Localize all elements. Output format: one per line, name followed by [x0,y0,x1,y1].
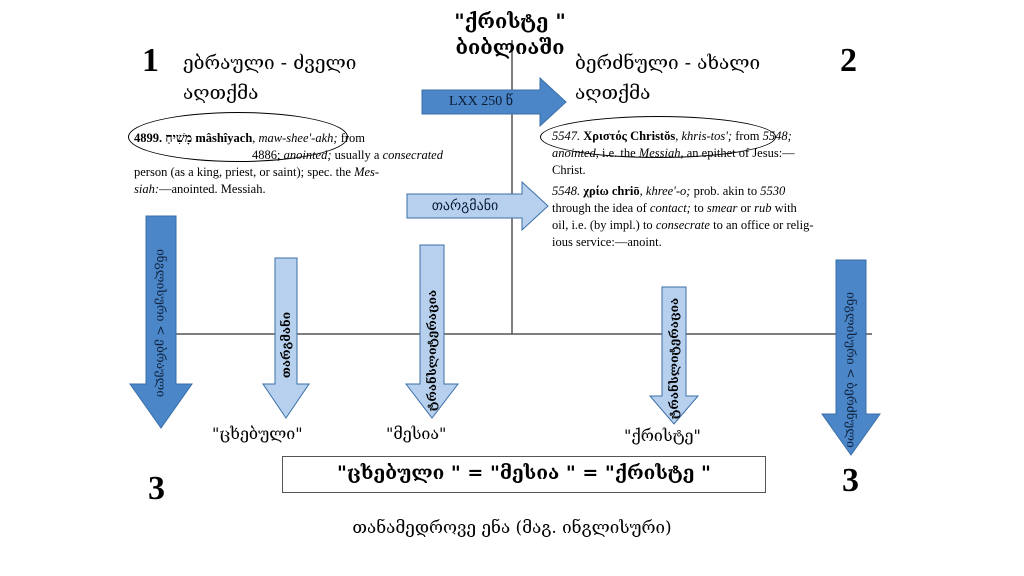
english-from-hebrew-arrow [129,215,193,429]
translation-down-arrow [262,257,310,419]
greek-word: Χριστός [583,129,627,143]
english-from-hebrew-label: ინგლისური < ებრაული [154,248,168,398]
greek-entry: 5547. Χριστός Christŏs, khris-tos'; from… [552,129,814,249]
right-heading-line1: ბერძნული - ახალი [575,52,761,74]
transliteration-down-arrow-2 [648,286,700,425]
hebrew-pronunciation: maw-shee'-akh; [258,131,338,145]
greek-headword-2: chriō [611,184,640,198]
result-messiah: "მესია" [386,424,447,443]
right-heading-line2: აღთქმა [575,82,651,104]
title-line2: ბიბლიაში [455,35,565,59]
greek-headword-oval [540,116,776,158]
right-heading: ბერძნული - ახალი აღთქმა [575,48,760,108]
number-2: 2 [840,42,857,79]
result-christ: "ქრისტე" [624,426,701,445]
left-heading-line1: ებრაული - ძველი [183,52,357,74]
left-heading-line2: აღთქმა [183,82,259,104]
hebrew-headword-oval [128,112,348,162]
equation-text: "ცხებული " = "მესია " = "ქრისტე " [337,462,711,484]
translation-vertical-label: თარგმანი [279,311,293,379]
hebrew-headword: mâshîyach [195,131,253,145]
title-line1: "ქრისტე " [454,9,566,33]
equation-box [282,456,766,493]
transliteration-down-arrow-1 [404,244,460,419]
greek-word-2: χρίω [583,184,609,198]
hebrew-entry: 4899. מָשִׁיחַ mâshîyach, maw-shee'-akh;… [134,131,443,196]
transliteration-vertical-label-2: ტრანსლიტერაცია [667,297,681,419]
greek-entry-number: 5547. [552,129,581,143]
translation-arrow [406,180,549,232]
greek-headword: Christŏs [630,129,676,143]
number-1: 1 [142,42,159,79]
english-from-greek-label: ინგლისური < ბერძნული [844,292,858,448]
lxx-arrow [421,76,567,128]
english-from-greek-arrow [821,259,881,456]
number-3-right: 3 [842,462,859,499]
page-title: "ქრისტე " ბიბლიაში [330,8,690,60]
hebrew-entry-number: 4899. [134,131,163,145]
result-anointed: "ცხებული" [212,424,303,443]
left-heading: ებრაული - ძველი აღთქმა [183,48,356,108]
transliteration-vertical-label-1: ტრანსლიტერაცია [425,289,439,411]
hebrew-word: מָשִׁיחַ [165,131,193,145]
greek-entry2-number: 5548. [552,184,581,198]
number-3-left: 3 [148,470,165,507]
translation-arrow-label: თარგმანი [431,199,499,214]
lxx-arrow-label: LXX 250 წ [448,94,514,109]
footer-modern-language: თანამედროვე ენა (მაგ. ინგლისური) [352,518,672,538]
